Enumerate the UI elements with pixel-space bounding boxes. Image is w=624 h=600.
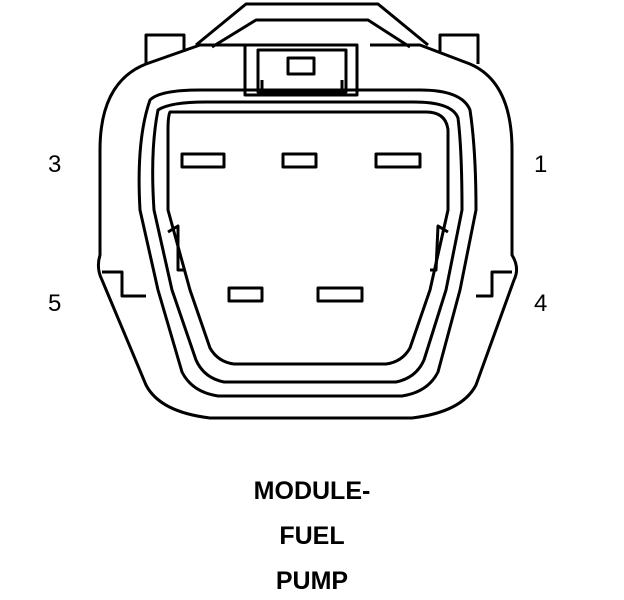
caption-line-2: FUEL [279, 522, 345, 550]
right-keying-rib [430, 224, 449, 272]
pin-4-terminal [316, 286, 364, 303]
pin-label-5: 5 [48, 290, 62, 317]
pin-1-terminal [374, 152, 422, 169]
latch-window-outer [243, 43, 359, 97]
pin-label-1: 1 [534, 151, 548, 178]
left-keying-rib [167, 224, 184, 272]
top-latch-inner [211, 18, 411, 49]
pin-label-4: 4 [534, 290, 548, 317]
caption-line-3: PUMP [275, 567, 349, 595]
right-side-notch [476, 270, 512, 298]
latch-lock-tab [286, 56, 316, 76]
pin-3-terminal [180, 152, 226, 169]
latch-window-inner [256, 48, 348, 94]
right-ear [438, 33, 480, 64]
left-ear [144, 33, 186, 64]
seal-ring-inner [151, 100, 464, 384]
outer-housing-outline [96, 43, 519, 420]
pin-label-3: 3 [48, 151, 62, 178]
seal-ring-outer [137, 88, 478, 398]
pin-5-terminal [227, 286, 264, 303]
caption-line-1: MODULE- [253, 477, 371, 505]
pin-2-terminal [281, 152, 318, 169]
top-latch [195, 2, 429, 47]
left-side-notch [102, 270, 146, 298]
inner-cavity [166, 110, 450, 366]
